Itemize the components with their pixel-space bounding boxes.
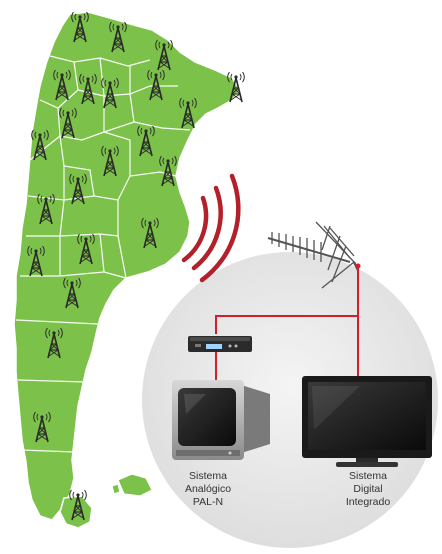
signal-waves <box>181 173 241 283</box>
analog-caption-line: Sistema <box>189 470 227 482</box>
crt-television-icon <box>172 380 270 460</box>
analog-caption-line: PAL-N <box>192 496 224 508</box>
flat-screen-tv-icon <box>302 376 432 467</box>
map-islands <box>111 473 153 497</box>
argentina-map <box>13 11 241 529</box>
coax-cables <box>215 263 361 382</box>
digital-caption-line: Digital <box>353 483 383 495</box>
analog-system-caption: Sistema Analógico PAL-N <box>153 470 263 509</box>
digital-system-caption: Sistema Digital Integrado <box>313 470 423 509</box>
digital-caption-line: Sistema <box>349 470 387 482</box>
map-mainland <box>13 11 241 521</box>
set-top-box-icon <box>188 336 252 352</box>
yagi-antenna-icon <box>267 221 360 289</box>
analog-caption-line: Analógico <box>184 483 232 495</box>
digital-caption-line: Integrado <box>345 496 391 508</box>
province-borders <box>15 55 191 453</box>
